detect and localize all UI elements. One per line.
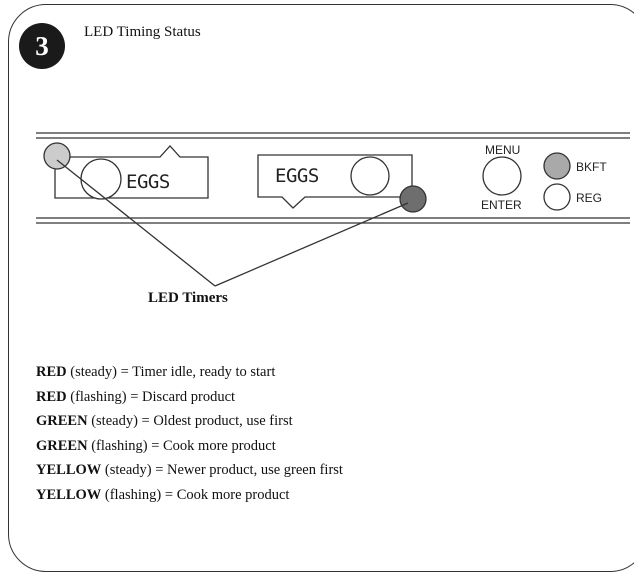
legend-row: YELLOW (steady) = Newer product, use gre…: [36, 462, 343, 479]
right-timer-button[interactable]: [350, 156, 390, 196]
menu-enter-button[interactable]: [482, 156, 522, 196]
led-callout-lines: [56, 159, 409, 287]
left-led-timer: [43, 142, 71, 170]
reg-label: REG: [576, 191, 603, 205]
right-led-timer: [399, 185, 427, 213]
enter-label: ENTER: [481, 198, 522, 212]
led-status-legend: RED (steady) = Timer idle, ready to star…: [36, 360, 343, 508]
step-title: LED Timing Status: [84, 24, 201, 40]
legend-row: RED (flashing) = Discard product: [36, 388, 236, 405]
bkft-indicator-button[interactable]: [543, 152, 571, 180]
legend-row: GREEN (flashing) = Cook more product: [36, 437, 276, 454]
reg-indicator-button[interactable]: [543, 183, 571, 211]
step-number-badge: 3: [19, 23, 65, 69]
legend-row: YELLOW (flashing) = Cook more product: [36, 486, 290, 503]
panel-rails: [36, 132, 630, 224]
left-timer-button[interactable]: [80, 158, 122, 200]
menu-label: MENU: [485, 143, 521, 157]
led-timers-label: LED Timers: [148, 290, 228, 306]
right-display-text: EGGS: [275, 165, 319, 187]
bkft-label: BKFT: [576, 160, 607, 174]
legend-row: GREEN (steady) = Oldest product, use fir…: [36, 413, 293, 430]
legend-row: RED (steady) = Timer idle, ready to star…: [36, 364, 276, 380]
left-display-text: EGGS: [126, 171, 170, 193]
